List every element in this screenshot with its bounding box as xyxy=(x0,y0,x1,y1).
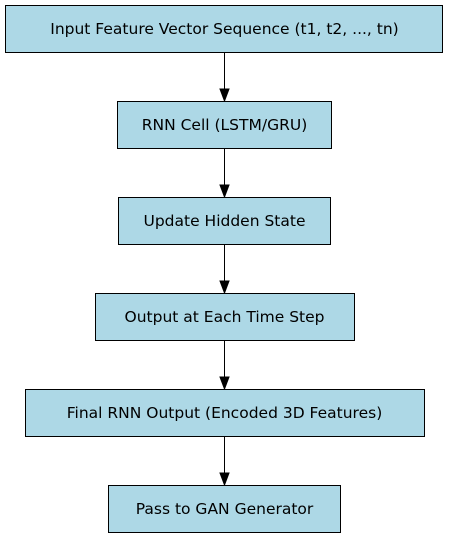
edge-final-output-to-pass-gan xyxy=(219,437,230,487)
arrowhead-icon xyxy=(219,280,230,295)
node-label: Update Hidden State xyxy=(143,212,305,230)
node-input-feature-vector-sequence: Input Feature Vector Sequence (t1, t2, .… xyxy=(5,5,443,53)
node-label: Input Feature Vector Sequence (t1, t2, .… xyxy=(50,20,398,38)
edge-update-hidden-to-output-step xyxy=(219,245,230,295)
node-label: RNN Cell (LSTM/GRU) xyxy=(142,116,308,134)
node-output-at-each-time-step: Output at Each Time Step xyxy=(95,293,355,341)
arrowhead-icon xyxy=(219,88,230,103)
edge-rnn-cell-to-update-hidden xyxy=(219,149,230,199)
node-rnn-cell: RNN Cell (LSTM/GRU) xyxy=(117,101,332,149)
node-label: Output at Each Time Step xyxy=(125,308,325,326)
node-update-hidden-state: Update Hidden State xyxy=(118,197,331,245)
edge-output-step-to-final-output xyxy=(219,341,230,391)
node-pass-to-gan-generator: Pass to GAN Generator xyxy=(108,485,341,533)
arrowhead-icon xyxy=(219,376,230,391)
node-label: Final RNN Output (Encoded 3D Features) xyxy=(67,404,383,422)
edge-input-to-rnn-cell xyxy=(219,53,230,103)
arrowhead-icon xyxy=(219,472,230,487)
node-label: Pass to GAN Generator xyxy=(136,500,314,518)
arrowhead-icon xyxy=(219,184,230,199)
node-final-rnn-output: Final RNN Output (Encoded 3D Features) xyxy=(25,389,425,437)
